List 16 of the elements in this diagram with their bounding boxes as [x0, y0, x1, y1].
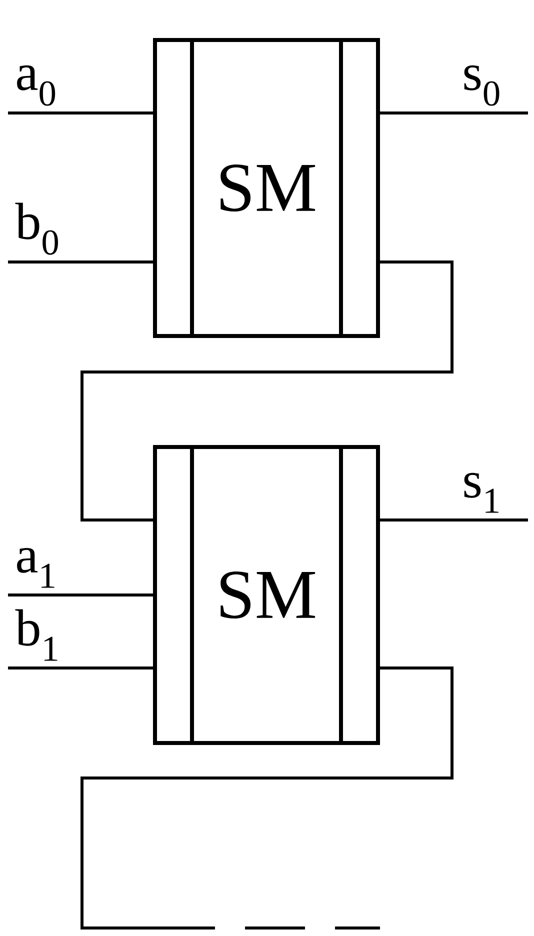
signal-label: b$_{1}$	[15, 609, 58, 661]
signal-label: a$_{1}$	[17, 548, 54, 588]
wire	[8, 666, 153, 670]
signal-label: a$_{0}$	[17, 65, 56, 106]
sm-box: SM	[153, 38, 380, 338]
signal-label: s$_{1}$	[464, 472, 498, 513]
wire	[8, 112, 153, 114]
wire	[8, 594, 153, 596]
wire	[380, 112, 528, 114]
wire	[8, 260, 153, 264]
wire	[380, 518, 528, 522]
sm-box: SM	[153, 445, 380, 745]
wire	[80, 666, 454, 930]
wire	[80, 260, 454, 522]
signal-label: s$_{0}$	[464, 65, 500, 106]
signal-label: b$_{0}$	[15, 202, 58, 255]
